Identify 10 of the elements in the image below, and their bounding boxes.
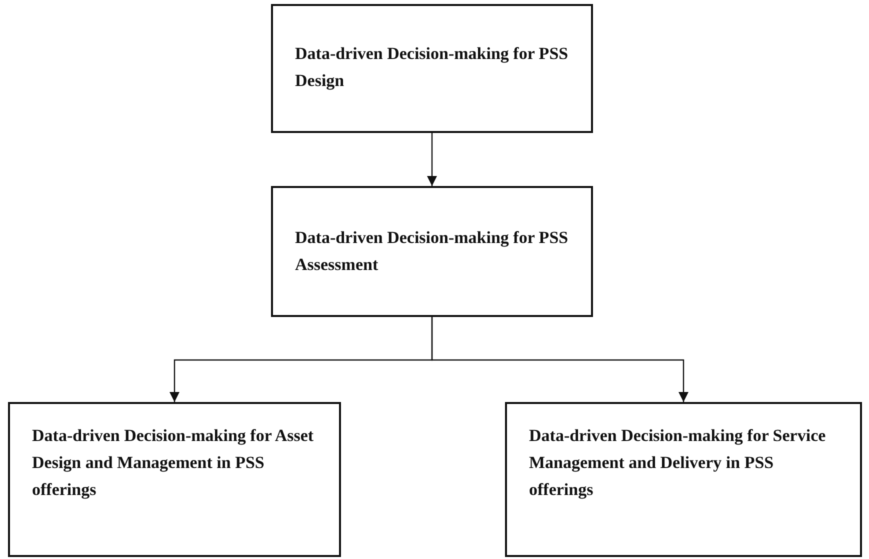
process-box [505,402,862,557]
process-box [8,402,341,557]
process-box [271,4,593,133]
arrow [431,317,688,402]
box-text: Data-driven Decision-making for PSS Assessment [295,227,570,276]
process-box [271,186,593,317]
arrow [427,133,437,186]
box-text: Data-driven Decision-making for PSS Design [295,43,570,92]
box-text: Data-driven Decision-making for Service Management and Delivery in PSS offerings [529,425,827,501]
box-text: Data-driven Decision-making for Asset Design and Management in PSS offerings [32,425,315,501]
